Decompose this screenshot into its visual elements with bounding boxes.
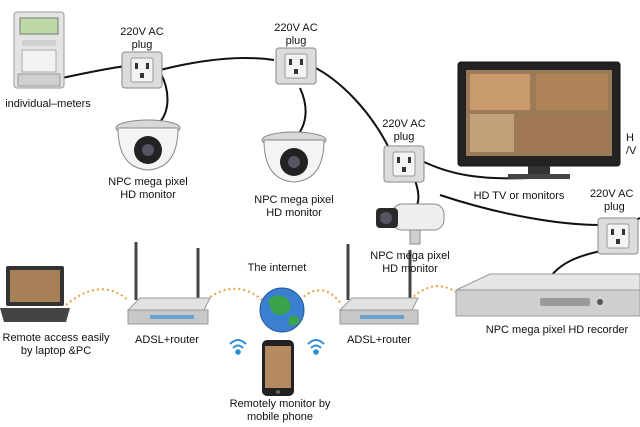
camera-2-label: NPC mega pixel HD monitor — [244, 194, 344, 220]
router-left-label: ADSL+router — [135, 334, 199, 346]
nvr-recorder-icon — [455, 273, 640, 317]
globe-icon — [259, 287, 305, 333]
plug-2-label-line1: 220V AC — [274, 22, 318, 34]
plug-2-label-line2: plug — [285, 35, 307, 47]
recorder-label: NPC mega pixel HD recorder — [485, 324, 629, 336]
wifi-signal-icon — [307, 339, 325, 355]
plug-2-label: 220V AC plug — [266, 22, 326, 48]
cable-plug2-plug3 — [311, 65, 391, 151]
camera-1-label-line1: NPC mega pixel — [108, 176, 188, 188]
wifi-signal-icon — [229, 339, 247, 355]
phone-label-line1: Remotely monitor by — [229, 398, 331, 410]
cable-plug2-camera2 — [297, 87, 307, 136]
phone-label: Remotely monitor by mobile phone — [220, 398, 340, 424]
plug-3-label-line1: 220V AC — [382, 118, 426, 130]
internet-label: The internet — [247, 262, 307, 274]
wall-socket-icon — [597, 217, 639, 255]
laptop-label-line2: by laptop &PC — [20, 345, 92, 357]
plug-4-label-line1: 220V AC — [590, 188, 634, 200]
bullet-camera-icon — [376, 203, 445, 245]
tv-edge-label: H /V — [626, 132, 640, 158]
plug-3-label: 220V AC plug — [374, 118, 434, 144]
camera-3-label-line2: HD monitor — [382, 263, 438, 275]
tv-label: HD TV or monitors — [473, 190, 565, 202]
dome-camera-icon — [261, 131, 327, 183]
camera-2-label-line2: HD monitor — [266, 207, 322, 219]
plug-4-label: 220V AC plug — [590, 188, 640, 214]
smartphone-icon — [262, 340, 294, 396]
network-links — [65, 285, 457, 306]
camera-3-label: NPC mega pixel HD monitor — [360, 250, 460, 276]
camera-3-label-line1: NPC mega pixel — [370, 250, 450, 262]
laptop-label: Remote access easily by laptop &PC — [0, 332, 112, 358]
link-laptop-router — [65, 288, 129, 306]
camera-1-label-line2: HD monitor — [120, 189, 176, 201]
plug-1-label: 220V AC plug — [112, 26, 172, 52]
wifi-router-icon — [126, 242, 211, 325]
router-right-label: ADSL+router — [347, 334, 411, 346]
plug-3-label-line2: plug — [393, 131, 415, 143]
cable-plug3-plug4 — [439, 194, 601, 226]
camera-2-label-line1: NPC mega pixel — [254, 194, 334, 206]
monitor-icon — [457, 61, 621, 179]
wall-socket-icon — [121, 51, 163, 89]
dome-camera-icon — [115, 119, 181, 171]
meters-label: individual–meters — [5, 98, 91, 110]
electric-meter-icon — [13, 11, 65, 89]
plug-1-label-line2: plug — [131, 39, 153, 51]
wall-socket-icon — [275, 47, 317, 85]
tv-edge-label-line1: H — [626, 132, 634, 144]
plug-4-label-line2: plug — [604, 201, 625, 213]
camera-1-label: NPC mega pixel HD monitor — [98, 176, 198, 202]
phone-label-line2: mobile phone — [246, 411, 314, 423]
cable-plug1-plug2 — [159, 57, 275, 71]
wall-socket-icon — [383, 145, 425, 183]
laptop-label-line1: Remote access easily — [2, 332, 110, 344]
laptop-icon — [0, 266, 70, 322]
link-router-internet — [205, 287, 263, 301]
link-router-recorder — [409, 285, 457, 301]
link-internet-router — [299, 289, 343, 306]
tv-edge-label-line2: /V — [626, 145, 637, 157]
cable-meter-plug1 — [61, 65, 127, 79]
wifi-router-icon — [338, 244, 419, 325]
plug-1-label-line1: 220V AC — [120, 26, 164, 38]
